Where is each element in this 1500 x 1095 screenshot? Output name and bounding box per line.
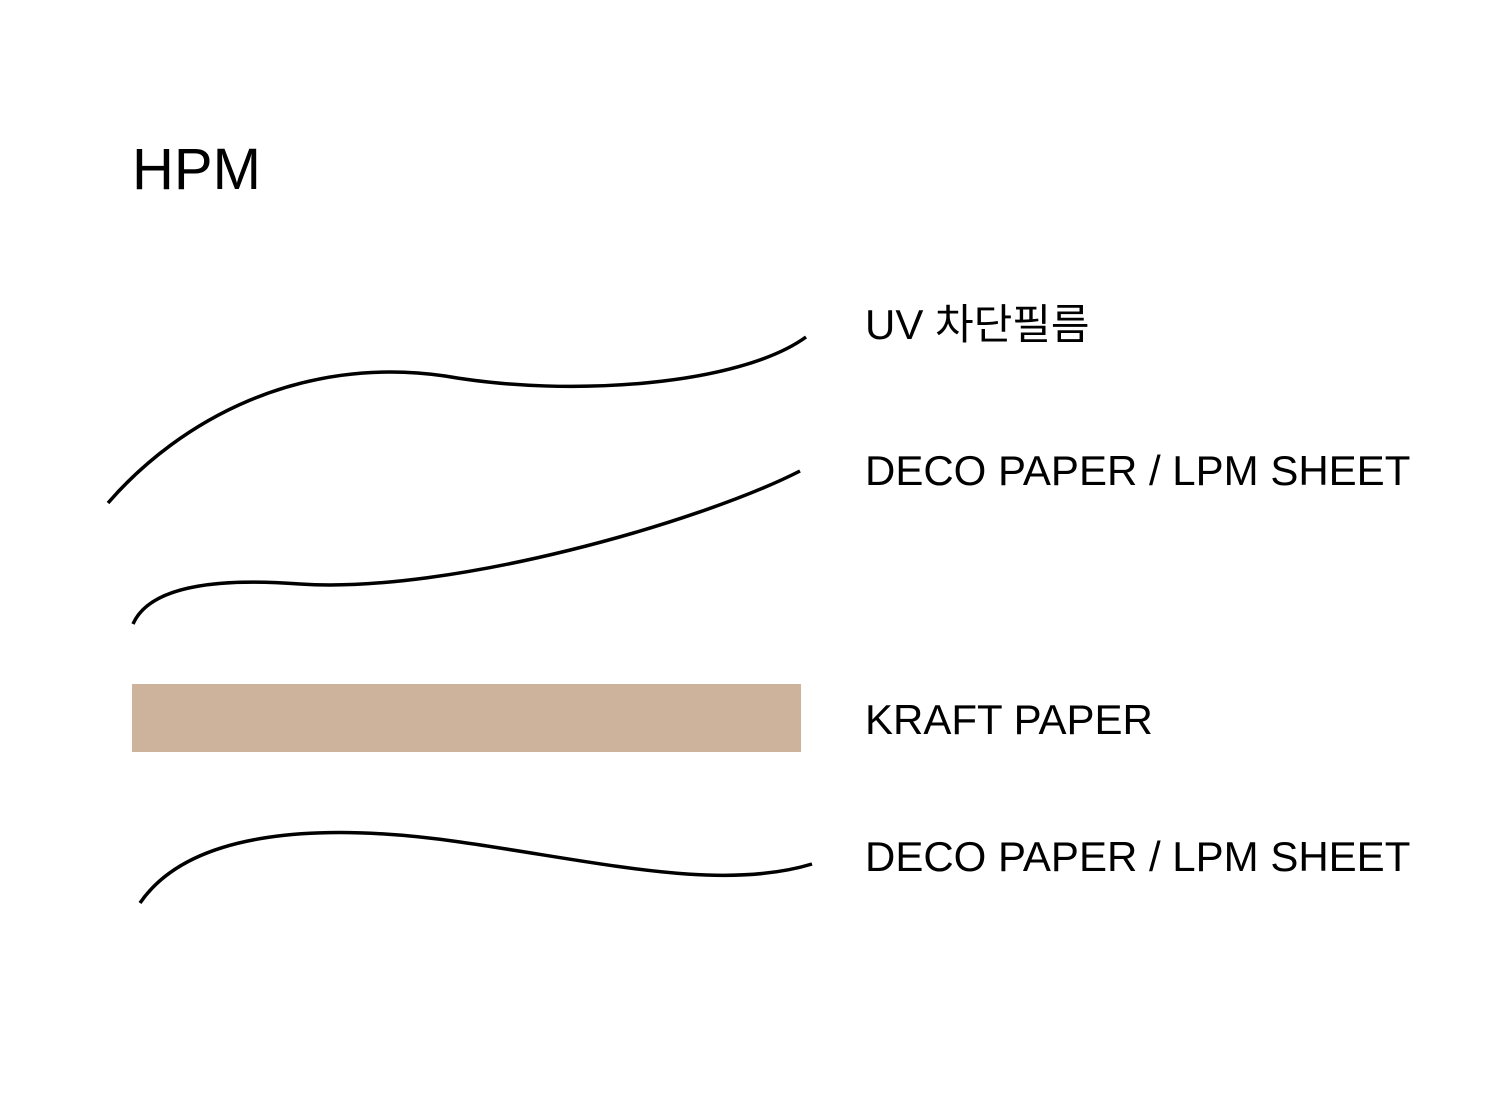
deco-paper-top-layer bbox=[131, 469, 801, 625]
label-deco-paper-top: DECO PAPER / LPM SHEET bbox=[865, 447, 1411, 494]
uv-film-layer bbox=[106, 335, 808, 505]
label-kraft-paper: KRAFT PAPER bbox=[865, 696, 1153, 743]
kraft-paper-layer bbox=[132, 684, 801, 752]
deco-paper-bottom-layer bbox=[138, 830, 813, 904]
label-deco-paper-bottom: DECO PAPER / LPM SHEET bbox=[865, 833, 1411, 880]
label-uv-film: UV 차단필름 bbox=[865, 301, 1090, 348]
diagram-title: HPM bbox=[132, 137, 261, 202]
